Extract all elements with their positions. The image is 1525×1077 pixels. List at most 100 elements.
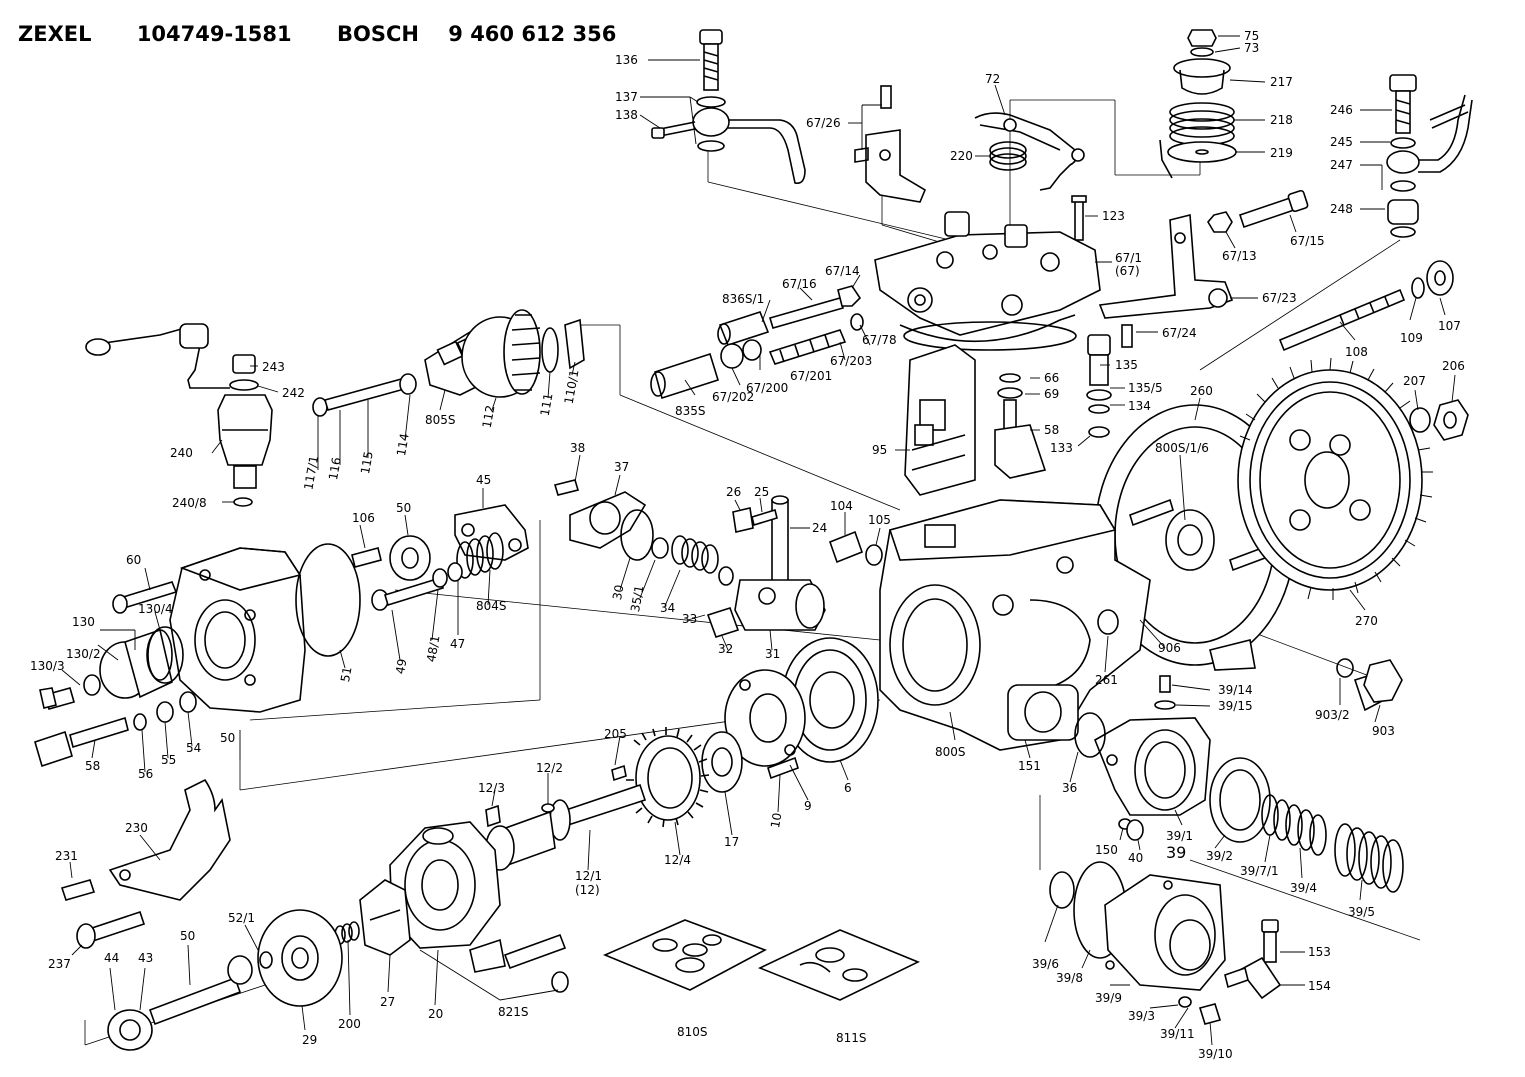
label-47: 47: [450, 637, 465, 651]
gear-12-4: [626, 727, 710, 828]
bracket-230: [60, 778, 231, 949]
label-206: 206: [1442, 359, 1465, 373]
screw-153-154: [1224, 919, 1282, 1000]
label-73: 73: [1244, 41, 1259, 55]
pin-24-26: [732, 495, 789, 583]
label-67-202: 67/202: [712, 390, 754, 404]
o-ring-36: [1074, 712, 1106, 758]
label-811s: 811S: [836, 1031, 867, 1045]
label-130-4: 130/4: [138, 602, 173, 616]
label-106: 106: [352, 511, 375, 525]
spring-39-4: [1261, 794, 1327, 856]
cover-39-9: [1049, 861, 1226, 1025]
label-37: 37: [614, 460, 629, 474]
spring-34: [651, 535, 734, 586]
label-67-16: 67/16: [782, 277, 817, 291]
label-231: 231: [55, 849, 78, 863]
label-39-9: 39/9: [1095, 991, 1122, 1005]
label-805s: 805S: [425, 413, 456, 427]
label-134: 134: [1128, 399, 1151, 413]
label-836s-1: 836S/1: [722, 292, 764, 306]
governor-112: [461, 309, 585, 398]
label-67-26: 67/26: [806, 116, 841, 130]
label-903-2: 903/2: [1315, 708, 1350, 722]
label-136: 136: [615, 53, 638, 67]
bracket-67-26: [854, 85, 927, 203]
label-27: 27: [380, 995, 395, 1009]
banjo-fitting-136: [651, 29, 806, 185]
label-10: 10: [768, 812, 784, 829]
label-123: 123: [1102, 209, 1125, 223]
label-39-8: 39/8: [1056, 971, 1083, 985]
fitting-58: [34, 691, 197, 768]
spring-39-5: [1334, 823, 1404, 893]
label-25: 25: [754, 485, 769, 499]
label-270: 270: [1355, 614, 1378, 628]
brand-zexel: ZEXEL: [18, 22, 92, 46]
label-205: 205: [604, 727, 627, 741]
label-105: 105: [868, 513, 891, 527]
governor-cover-67-1: [874, 211, 1101, 351]
label-30: 30: [610, 584, 626, 601]
end-cover-50: [169, 547, 306, 713]
rotor-27: [359, 879, 411, 956]
label-107: 107: [1438, 319, 1461, 333]
label-246: 246: [1330, 103, 1353, 117]
label-29: 29: [302, 1033, 317, 1047]
shaft-115: [312, 373, 417, 417]
label-821s: 821S: [498, 1005, 529, 1019]
label-261: 261: [1095, 673, 1118, 687]
spring-218: [1169, 102, 1235, 146]
label-154: 154: [1308, 979, 1331, 993]
shaft-50-lower: [107, 951, 273, 1051]
piston-49: [371, 562, 463, 611]
label-130-2: 130/2: [66, 647, 101, 661]
label-48-1: 48/1: [424, 634, 442, 663]
label-108: 108: [1345, 345, 1368, 359]
label-39: 39: [1166, 843, 1186, 862]
adjuster-835s: [650, 339, 762, 400]
label-95: 95: [872, 443, 887, 457]
label-116: 116: [326, 456, 344, 481]
banjo-bolt-246: [1386, 74, 1473, 238]
label-58-top: 58: [1044, 423, 1059, 437]
stop-solenoid-240: [85, 323, 273, 507]
label-39-3: 39/3: [1128, 1009, 1155, 1023]
label-67-201: 67/201: [790, 369, 832, 383]
cover-plate-45: [454, 504, 529, 561]
label-835s: 835S: [675, 404, 706, 418]
label-804s: 804S: [476, 599, 507, 613]
label-32: 32: [718, 642, 733, 656]
label-55: 55: [161, 753, 176, 767]
sleeve-50-106: [351, 535, 431, 581]
label-242: 242: [282, 386, 305, 400]
diaphragm-39-2: [1209, 757, 1271, 843]
label-52-1: 52/1: [228, 911, 255, 925]
label-75: 75: [1244, 29, 1259, 43]
label-67: (67): [1115, 264, 1140, 278]
label-50-lower: 50: [180, 929, 195, 943]
feed-pump-20: [389, 821, 569, 993]
label-67-200: 67/200: [746, 381, 788, 395]
label-12-3: 12/3: [478, 781, 505, 795]
label-72: 72: [985, 72, 1000, 86]
label-810s: 810S: [677, 1025, 708, 1039]
label-49: 49: [393, 658, 409, 675]
label-12: (12): [575, 883, 600, 897]
bolt-67-15: [1207, 189, 1309, 233]
label-17: 17: [724, 835, 739, 849]
o-ring-30: [620, 509, 654, 561]
fitting-130: [39, 626, 184, 710]
lever-assembly-72: [974, 112, 1085, 191]
label-39-14: 39/14: [1218, 683, 1253, 697]
label-66: 66: [1044, 371, 1059, 385]
label-109: 109: [1400, 331, 1423, 345]
drive-shaft-12-1: [485, 764, 647, 871]
label-114: 114: [394, 432, 412, 457]
label-115: 115: [358, 450, 376, 475]
label-60: 60: [126, 553, 141, 567]
label-45: 45: [476, 473, 491, 487]
label-133: 133: [1050, 441, 1073, 455]
